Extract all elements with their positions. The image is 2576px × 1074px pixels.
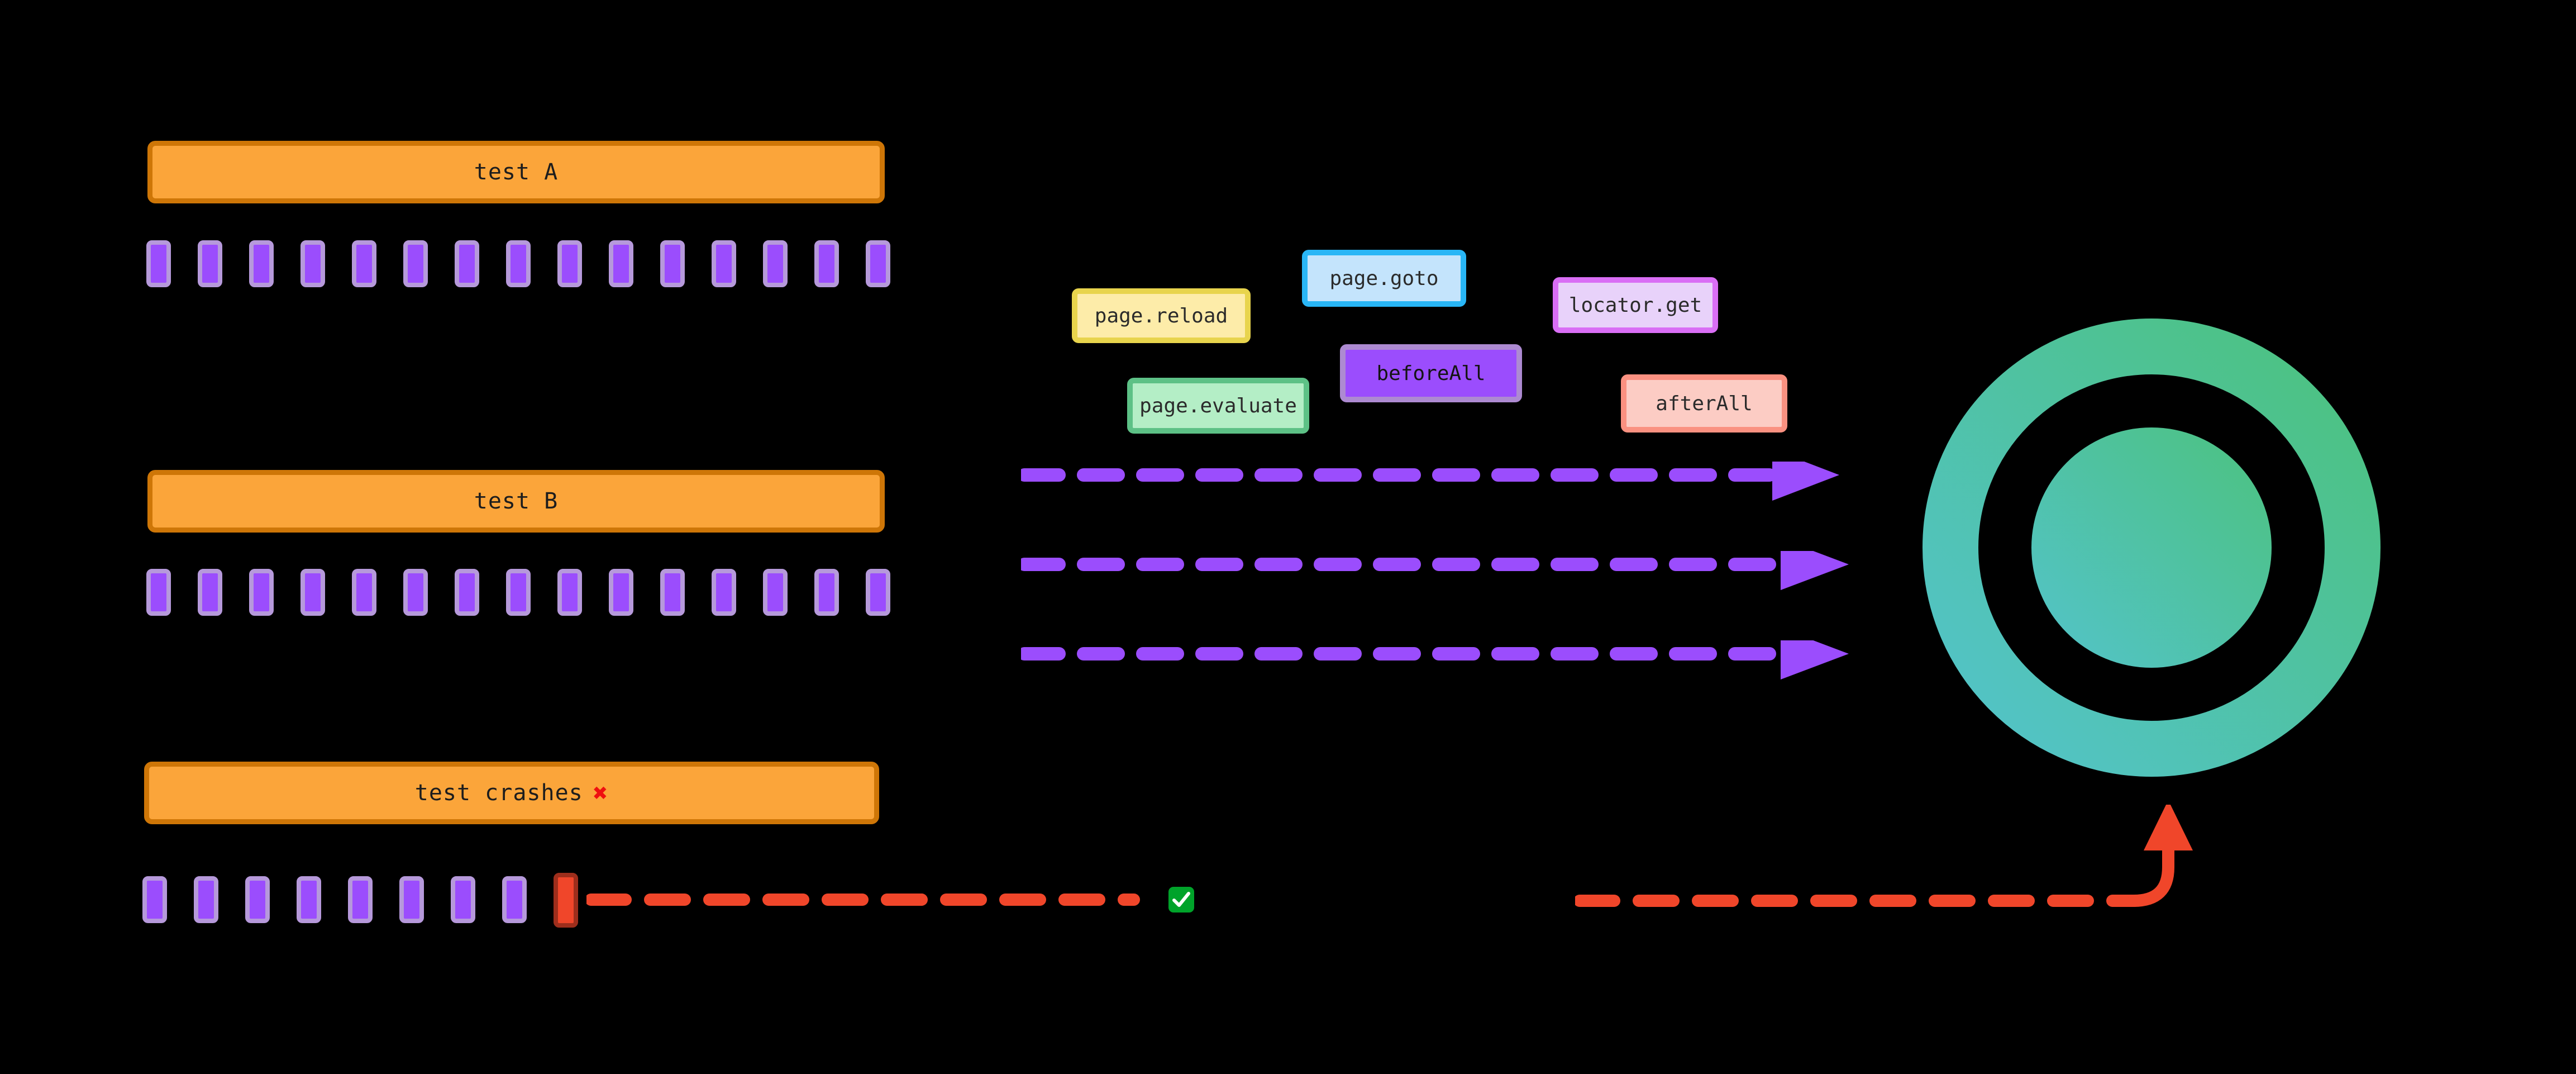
callout-label: page.reload bbox=[1094, 304, 1228, 327]
flow-arrow-2 bbox=[1021, 551, 1849, 590]
callout-locator-get[interactable]: locator.get bbox=[1553, 277, 1718, 333]
crash-trail bbox=[586, 894, 1140, 906]
failure-x-icon: ✖ bbox=[593, 778, 609, 807]
step-block[interactable] bbox=[297, 876, 321, 923]
step-block[interactable] bbox=[712, 240, 736, 287]
test-bar-test-a[interactable]: test A bbox=[147, 141, 885, 203]
step-block[interactable] bbox=[660, 240, 685, 287]
check-badge-background bbox=[1168, 887, 1194, 913]
step-block[interactable] bbox=[712, 569, 736, 616]
step-block[interactable] bbox=[451, 876, 475, 923]
step-row-test-b bbox=[146, 569, 917, 616]
callout-page-goto[interactable]: page.goto bbox=[1302, 250, 1466, 307]
step-block[interactable] bbox=[660, 569, 685, 616]
test-bar-label: test B bbox=[474, 488, 559, 514]
test-bar-label: test crashes bbox=[414, 780, 583, 806]
test-bar-test-crashes[interactable]: test crashes ✖ bbox=[144, 762, 879, 824]
step-row-test-a bbox=[146, 240, 917, 287]
step-block[interactable] bbox=[194, 876, 218, 923]
step-block[interactable] bbox=[399, 876, 424, 923]
step-block[interactable] bbox=[609, 569, 633, 616]
green-check-mark-icon bbox=[1168, 887, 1194, 913]
step-block[interactable] bbox=[557, 240, 582, 287]
flow-arrow-2-head-icon bbox=[1781, 551, 1849, 590]
donut-outer-ring bbox=[1923, 319, 2381, 777]
step-block[interactable] bbox=[506, 240, 531, 287]
crash-return-arrow bbox=[1575, 805, 2193, 907]
donut-inner-disc bbox=[2031, 427, 2272, 668]
step-block[interactable] bbox=[814, 240, 839, 287]
callout-label: locator.get bbox=[1568, 293, 1702, 317]
step-block[interactable] bbox=[455, 569, 479, 616]
test-bar-label: test A bbox=[474, 159, 559, 185]
callout-page-reload[interactable]: page.reload bbox=[1072, 288, 1251, 343]
step-block[interactable] bbox=[352, 240, 376, 287]
callout-label: page.goto bbox=[1329, 267, 1439, 290]
browser-donut bbox=[1923, 319, 2381, 777]
step-block[interactable] bbox=[146, 569, 171, 616]
step-block[interactable] bbox=[763, 569, 788, 616]
test-bar-test-b[interactable]: test B bbox=[147, 470, 885, 533]
step-block[interactable] bbox=[300, 240, 325, 287]
step-block[interactable] bbox=[814, 569, 839, 616]
crash-step-block[interactable] bbox=[554, 873, 578, 928]
callout-label: beforeAll bbox=[1376, 362, 1486, 385]
step-block[interactable] bbox=[403, 569, 428, 616]
step-block[interactable] bbox=[403, 240, 428, 287]
step-block[interactable] bbox=[249, 240, 274, 287]
step-block[interactable] bbox=[352, 569, 376, 616]
step-row-test-crashes bbox=[142, 873, 605, 928]
step-block[interactable] bbox=[348, 876, 373, 923]
step-block[interactable] bbox=[146, 240, 171, 287]
step-block[interactable] bbox=[245, 876, 270, 923]
callout-before-all[interactable]: beforeAll bbox=[1340, 344, 1522, 402]
step-block[interactable] bbox=[609, 240, 633, 287]
step-block[interactable] bbox=[249, 569, 274, 616]
step-block[interactable] bbox=[763, 240, 788, 287]
callout-label: page.evaluate bbox=[1139, 394, 1297, 417]
flow-arrow-1 bbox=[1021, 462, 1839, 501]
step-block[interactable] bbox=[866, 569, 890, 616]
callout-after-all[interactable]: afterAll bbox=[1621, 374, 1787, 433]
step-block[interactable] bbox=[198, 569, 222, 616]
step-block[interactable] bbox=[455, 240, 479, 287]
crash-return-arrow-curve bbox=[2127, 840, 2174, 907]
flow-arrow-3 bbox=[1021, 640, 1849, 679]
step-block[interactable] bbox=[142, 876, 167, 923]
step-block[interactable] bbox=[198, 240, 222, 287]
step-block[interactable] bbox=[502, 876, 527, 923]
step-block[interactable] bbox=[557, 569, 582, 616]
flow-arrow-1-head-icon bbox=[1772, 462, 1839, 501]
callout-label: afterAll bbox=[1656, 392, 1753, 415]
check-glyph bbox=[1172, 892, 1190, 907]
callout-page-evaluate[interactable]: page.evaluate bbox=[1127, 378, 1309, 434]
crash-return-arrow-head-icon bbox=[2144, 805, 2193, 850]
step-block[interactable] bbox=[506, 569, 531, 616]
step-block[interactable] bbox=[300, 569, 325, 616]
step-block[interactable] bbox=[866, 240, 890, 287]
flow-arrow-3-head-icon bbox=[1781, 640, 1849, 679]
